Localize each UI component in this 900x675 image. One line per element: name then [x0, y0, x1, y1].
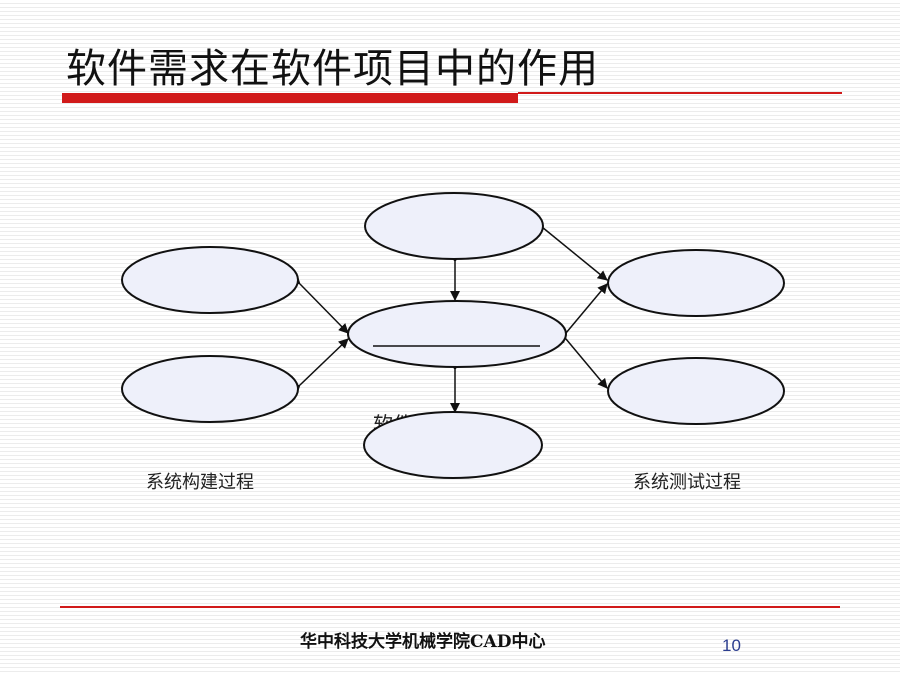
arrow-center-upperright [556, 283, 608, 344]
arrow-upperleft-center [290, 274, 349, 334]
arrow-center-lowerright [556, 328, 608, 389]
slide-title: 软件需求在软件项目中的作用 [66, 46, 599, 92]
footer-divider [60, 606, 840, 608]
lower-left-ellipse [121, 355, 299, 423]
arrow-top-upperright [531, 217, 608, 281]
lower-right-ellipse [607, 357, 785, 425]
title-underline-bar [62, 93, 518, 103]
bottom-ellipse [363, 411, 543, 479]
upper-left-ellipse [121, 246, 299, 314]
top-ellipse [364, 192, 544, 260]
center-ellipse [347, 300, 567, 368]
arrow-lowerleft-center [290, 338, 349, 395]
upper-right-ellipse [607, 249, 785, 317]
left-process-label: 系统构建过程 [146, 472, 254, 493]
footer-institution: 华中科技大学机械学院CAD中心 [300, 632, 546, 652]
right-process-label: 系统测试过程 [633, 472, 741, 493]
title-underline-line [518, 92, 842, 94]
page-number: 10 [722, 636, 741, 655]
